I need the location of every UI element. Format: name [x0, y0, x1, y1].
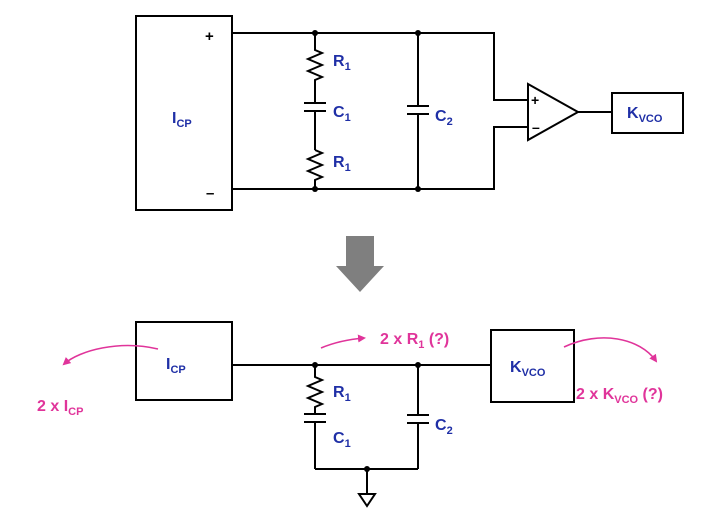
r1-scale-label: 2 x R1 (?) [380, 331, 449, 351]
down-arrow-icon [336, 236, 384, 292]
bottom-circuit: ICP R1 C1 C2 KVCO [135, 321, 575, 508]
opamp-plus-input: + [531, 92, 539, 108]
kvco-label-bottom: KVCO [510, 359, 546, 379]
capacitor-c2-bottom [407, 365, 429, 469]
node-dot [415, 186, 421, 192]
ground-icon [357, 493, 377, 508]
resistor-r1-lower [305, 149, 325, 189]
resistor-r1-upper [305, 33, 325, 103]
icp-source-box-bottom [135, 321, 233, 401]
icp-plus-terminal: + [205, 28, 214, 45]
capacitor-c1 [304, 102, 326, 150]
kvco-label: KVCO [627, 105, 663, 125]
r1-label-bottom: R1 [333, 384, 351, 404]
capacitor-c1-bottom [304, 413, 326, 469]
node-dot [415, 30, 421, 36]
bottom-rail-wire [232, 126, 528, 190]
node-dot [312, 30, 318, 36]
r1-upper-label: R1 [333, 53, 351, 73]
resistor-r1-bottom [305, 365, 325, 414]
icp-minus-terminal: – [206, 185, 214, 202]
top-rail-wire [232, 32, 528, 101]
kvco-box-bottom [490, 329, 575, 403]
c2-label: C2 [435, 108, 453, 128]
c1-label: C1 [333, 104, 351, 124]
opamp-minus-input: – [532, 119, 540, 135]
kvco-scale-label: 2 x KVCO (?) [576, 386, 663, 406]
opamp-triangle [527, 82, 581, 142]
ground-wire [315, 468, 418, 494]
icp-curved-arrow [62, 344, 159, 366]
kvco-curved-arrow [563, 337, 658, 363]
icp-label: ICP [172, 110, 192, 130]
r1-arrow [320, 334, 366, 349]
node-dot [312, 186, 318, 192]
top-circuit: + – ICP R1 C1 R1 C2 + – KVCO [135, 15, 684, 211]
scaling-annotations: 2 x ICP 2 x R1 (?) 2 x KVCO (?) [37, 331, 663, 418]
icp-source-box [135, 15, 233, 211]
icp-scale-label: 2 x ICP [37, 398, 83, 418]
r1-lower-label: R1 [333, 154, 351, 174]
capacitor-c2 [407, 33, 429, 189]
c1-label-bottom: C1 [333, 430, 351, 450]
icp-label-bottom: ICP [166, 356, 186, 376]
node-dot [364, 466, 370, 472]
kvco-box [611, 92, 684, 134]
c2-label-bottom: C2 [435, 417, 453, 437]
